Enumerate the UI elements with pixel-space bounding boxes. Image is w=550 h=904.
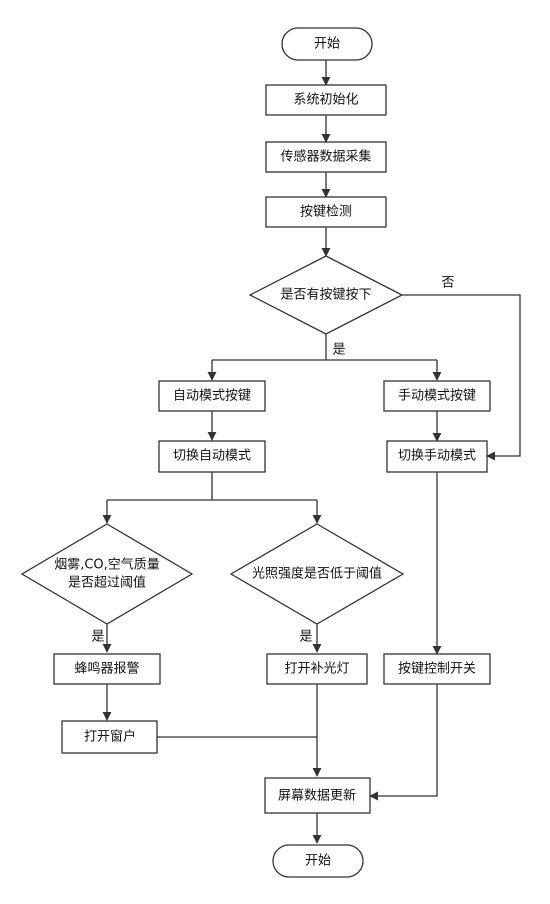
screen-update-node: 屏幕数据更新 (264, 777, 371, 814)
switch-auto-node: 切换自动模式 (158, 440, 266, 473)
sensor-node: 传感器数据采集 (265, 141, 387, 173)
switch-manual-node-label: 切换手动模式 (398, 449, 476, 464)
auto-key-node: 自动模式按键 (158, 380, 266, 412)
smoke-check-decision-line2: 是否超过阈值 (68, 575, 146, 591)
nodes: 开始 系统初始化 传感器数据采集 按键检测 是否有按键按下 自动模式按键 手动模… (20, 27, 491, 878)
smoke-check-decision: 烟雾,CO,空气质量 是否超过阈值 (20, 523, 194, 625)
window-node-label: 打开窗户 (84, 729, 136, 745)
buzzer-node: 蜂鸣器报警 (53, 653, 161, 685)
init-node: 系统初始化 (265, 84, 387, 116)
light-check-decision: 光照强度是否低于阈值 (229, 523, 405, 625)
window-node: 打开窗户 (61, 720, 158, 754)
init-node-label: 系统初始化 (293, 93, 358, 108)
start-node-label: 开始 (314, 37, 340, 52)
fill-light-node-label: 打开补光灯 (284, 662, 349, 677)
switch-auto-node-label: 切换自动模式 (173, 449, 251, 464)
edge-decision-no (402, 294, 521, 461)
key-switch-node: 按键控制开关 (383, 653, 491, 685)
label-yes-main: 是 (332, 343, 345, 358)
key-switch-node-label: 按键控制开关 (398, 662, 476, 677)
screen-update-node-label: 屏幕数据更新 (278, 788, 356, 804)
fill-light-node: 打开补光灯 (266, 653, 368, 685)
key-pressed-decision-label: 是否有按键按下 (280, 288, 371, 303)
key-detect-node: 按键检测 (265, 196, 387, 228)
start-node: 开始 (281, 27, 373, 61)
light-check-decision-label: 光照强度是否低于阈值 (252, 566, 382, 582)
edge-labels: 否 是 是 是 (91, 276, 454, 645)
auto-key-node-label: 自动模式按键 (173, 389, 251, 404)
end-node-label: 开始 (305, 854, 331, 869)
key-pressed-decision: 是否有按键按下 (248, 255, 404, 335)
sensor-node-label: 传感器数据采集 (280, 149, 371, 165)
end-node: 开始 (272, 844, 364, 878)
edge-keyswitch-screen (369, 684, 438, 801)
key-detect-node-label: 按键检测 (300, 205, 352, 220)
label-no: 否 (441, 276, 454, 291)
edges (102, 60, 521, 844)
manual-key-node: 手动模式按键 (383, 380, 491, 412)
manual-key-node-label: 手动模式按键 (398, 389, 476, 404)
switch-manual-node: 切换手动模式 (386, 440, 488, 473)
smoke-check-decision-line1: 烟雾,CO,空气质量 (54, 557, 160, 573)
label-yes-light: 是 (299, 630, 312, 645)
label-yes-smoke: 是 (91, 630, 104, 645)
buzzer-node-label: 蜂鸣器报警 (74, 661, 139, 677)
